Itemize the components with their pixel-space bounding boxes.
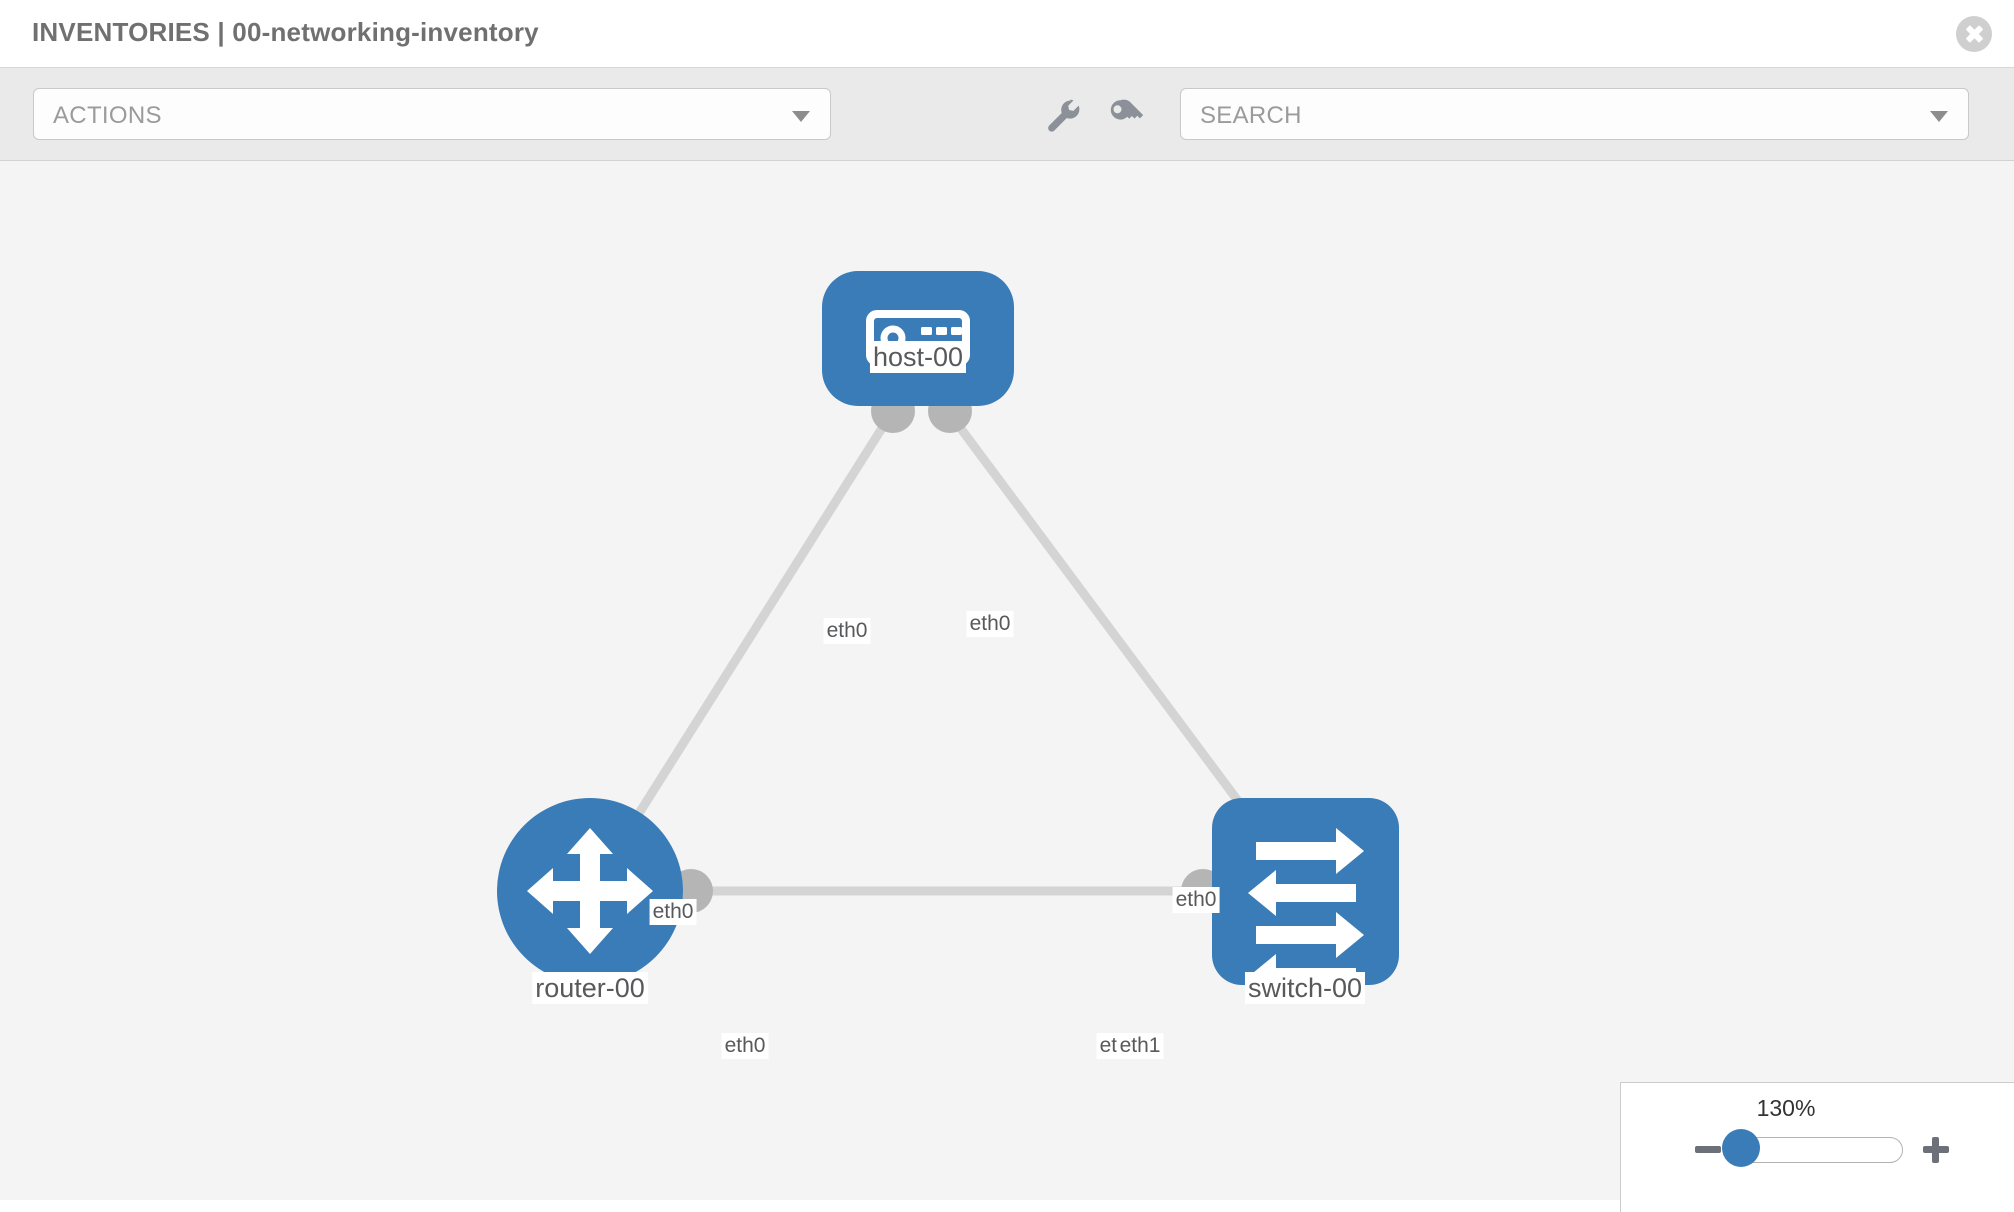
search-placeholder: SEARCH (1200, 102, 1302, 129)
actions-dropdown-label: ACTIONS (53, 102, 162, 129)
iface-label-switch00-eth1: eth1 (1116, 1033, 1164, 1059)
close-icon[interactable] (1956, 16, 1992, 52)
page-header: INVENTORIES | 00-networking-inventory (0, 0, 2014, 68)
node-label-router-00: router-00 (532, 972, 648, 1004)
node-label-switch-00: switch-00 (1244, 972, 1366, 1004)
topology-links (586, 368, 1309, 896)
node-host-00[interactable] (822, 271, 1014, 406)
topology-ports (669, 389, 1265, 913)
router-icon (527, 828, 653, 954)
minus-icon[interactable] (1693, 1135, 1723, 1165)
search-input[interactable]: SEARCH (1180, 88, 1969, 140)
link-host00-router00[interactable] (586, 368, 922, 894)
key-icon[interactable] (1105, 96, 1145, 136)
iface-label-router00-eth0: eth0 (721, 1033, 769, 1059)
node-router-00[interactable] (497, 798, 683, 984)
wrench-icon[interactable] (1043, 96, 1083, 136)
chevron-down-icon (792, 111, 810, 122)
node-switch-00[interactable] (1212, 798, 1399, 1000)
iface-label-switch00-eth0-uplink: eth0 (1172, 887, 1220, 913)
chevron-down-icon (1930, 111, 1948, 122)
toolbar: ACTIONS SEARCH (0, 68, 2014, 161)
iface-label-router00-eth0-uplink: eth0 (649, 899, 697, 925)
zoom-control-panel: 130% (1620, 1082, 2014, 1212)
zoom-slider-track[interactable] (1741, 1137, 1903, 1163)
topology-graph (497, 271, 1399, 1000)
iface-label-host00-eth0-left: eth0 (823, 618, 871, 644)
node-label-host-00: host-00 (869, 341, 967, 373)
plus-icon[interactable] (1921, 1135, 1951, 1165)
page-title: INVENTORIES | 00-networking-inventory (32, 17, 539, 47)
zoom-slider-thumb[interactable] (1722, 1129, 1760, 1167)
iface-label-host00-eth0-right: eth0 (966, 611, 1014, 637)
topology-canvas[interactable]: host-00 router-00 switch-00 eth0 eth0 et… (0, 161, 2014, 1200)
actions-dropdown[interactable]: ACTIONS (33, 88, 831, 140)
zoom-level-label: 130% (1756, 1095, 1816, 1121)
